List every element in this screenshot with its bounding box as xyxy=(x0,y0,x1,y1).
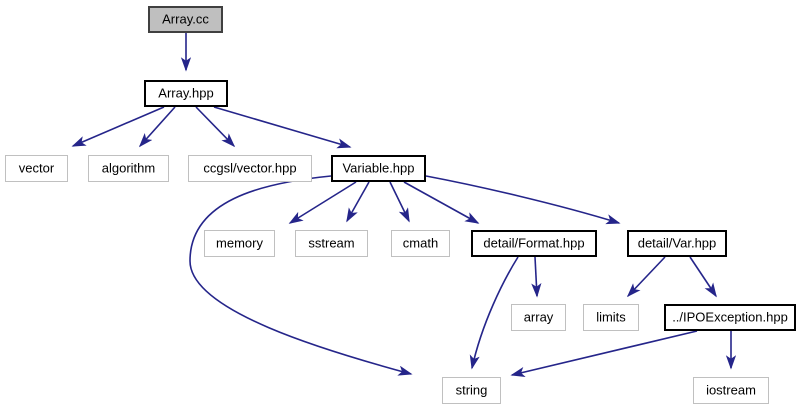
graph-node-limits[interactable]: limits xyxy=(583,304,639,331)
graph-node-label: string xyxy=(455,382,488,398)
graph-edge-array_hpp-to-algorithm xyxy=(138,106,176,148)
graph-edge-variable_hpp-to-format_hpp xyxy=(403,181,480,224)
graph-edge-format_hpp-to-string xyxy=(469,256,519,370)
graph-node-label: detail/Format.hpp xyxy=(483,235,585,251)
graph-node-label: limits xyxy=(596,309,626,325)
graph-node-iostream[interactable]: iostream xyxy=(693,377,769,404)
graph-edge-variable_hpp-to-cmath xyxy=(389,181,410,223)
graph-node-label: Array.cc xyxy=(162,11,209,27)
graph-node-label: algorithm xyxy=(101,160,156,176)
graph-node-array_cc[interactable]: Array.cc xyxy=(148,6,223,33)
graph-node-vector[interactable]: vector xyxy=(5,155,68,182)
graph-edge-variable_hpp-to-memory xyxy=(288,181,357,224)
graph-edge-format_hpp-to-array xyxy=(531,256,542,298)
graph-edge-array_hpp-to-variable_hpp xyxy=(213,106,352,149)
graph-edge-array_hpp-to-vector xyxy=(71,106,165,147)
graph-node-format_hpp[interactable]: detail/Format.hpp xyxy=(471,230,597,257)
graph-node-label: ccgsl/vector.hpp xyxy=(203,160,297,176)
graph-edge-variable_hpp-to-string xyxy=(189,175,413,376)
graph-node-label: array xyxy=(523,309,554,325)
graph-node-memory[interactable]: memory xyxy=(204,230,275,257)
graph-node-label: memory xyxy=(216,235,263,251)
graph-node-variable_hpp[interactable]: Variable.hpp xyxy=(331,155,426,182)
graph-node-cmath[interactable]: cmath xyxy=(391,230,450,257)
graph-node-label: detail/Var.hpp xyxy=(637,235,717,251)
graph-edge-var_hpp-to-limits xyxy=(626,256,666,298)
graph-node-ipoexception[interactable]: ../IPOException.hpp xyxy=(664,304,796,331)
graph-node-sstream[interactable]: sstream xyxy=(295,230,368,257)
graph-edge-var_hpp-to-ipoexception xyxy=(689,256,717,298)
graph-node-label: ../IPOException.hpp xyxy=(672,309,788,325)
graph-edge-array_hpp-to-ccgsl_vector xyxy=(195,106,236,148)
graph-node-algorithm[interactable]: algorithm xyxy=(88,155,169,182)
graph-node-label: cmath xyxy=(402,235,439,251)
graph-node-label: vector xyxy=(18,160,55,176)
graph-node-array[interactable]: array xyxy=(511,304,566,331)
graph-edge-variable_hpp-to-sstream xyxy=(346,181,370,223)
graph-edge-variable_hpp-to-var_hpp xyxy=(425,175,621,225)
graph-node-array_hpp[interactable]: Array.hpp xyxy=(144,80,228,107)
graph-node-string[interactable]: string xyxy=(442,377,501,404)
graph-node-var_hpp[interactable]: detail/Var.hpp xyxy=(627,230,727,257)
graph-node-label: Variable.hpp xyxy=(342,160,415,176)
graph-node-label: Array.hpp xyxy=(158,85,214,101)
graph-node-ccgsl_vector[interactable]: ccgsl/vector.hpp xyxy=(188,155,312,182)
graph-edge-ipoexception-to-string xyxy=(510,330,698,378)
graph-node-label: iostream xyxy=(706,382,756,398)
graph-node-label: sstream xyxy=(308,235,355,251)
